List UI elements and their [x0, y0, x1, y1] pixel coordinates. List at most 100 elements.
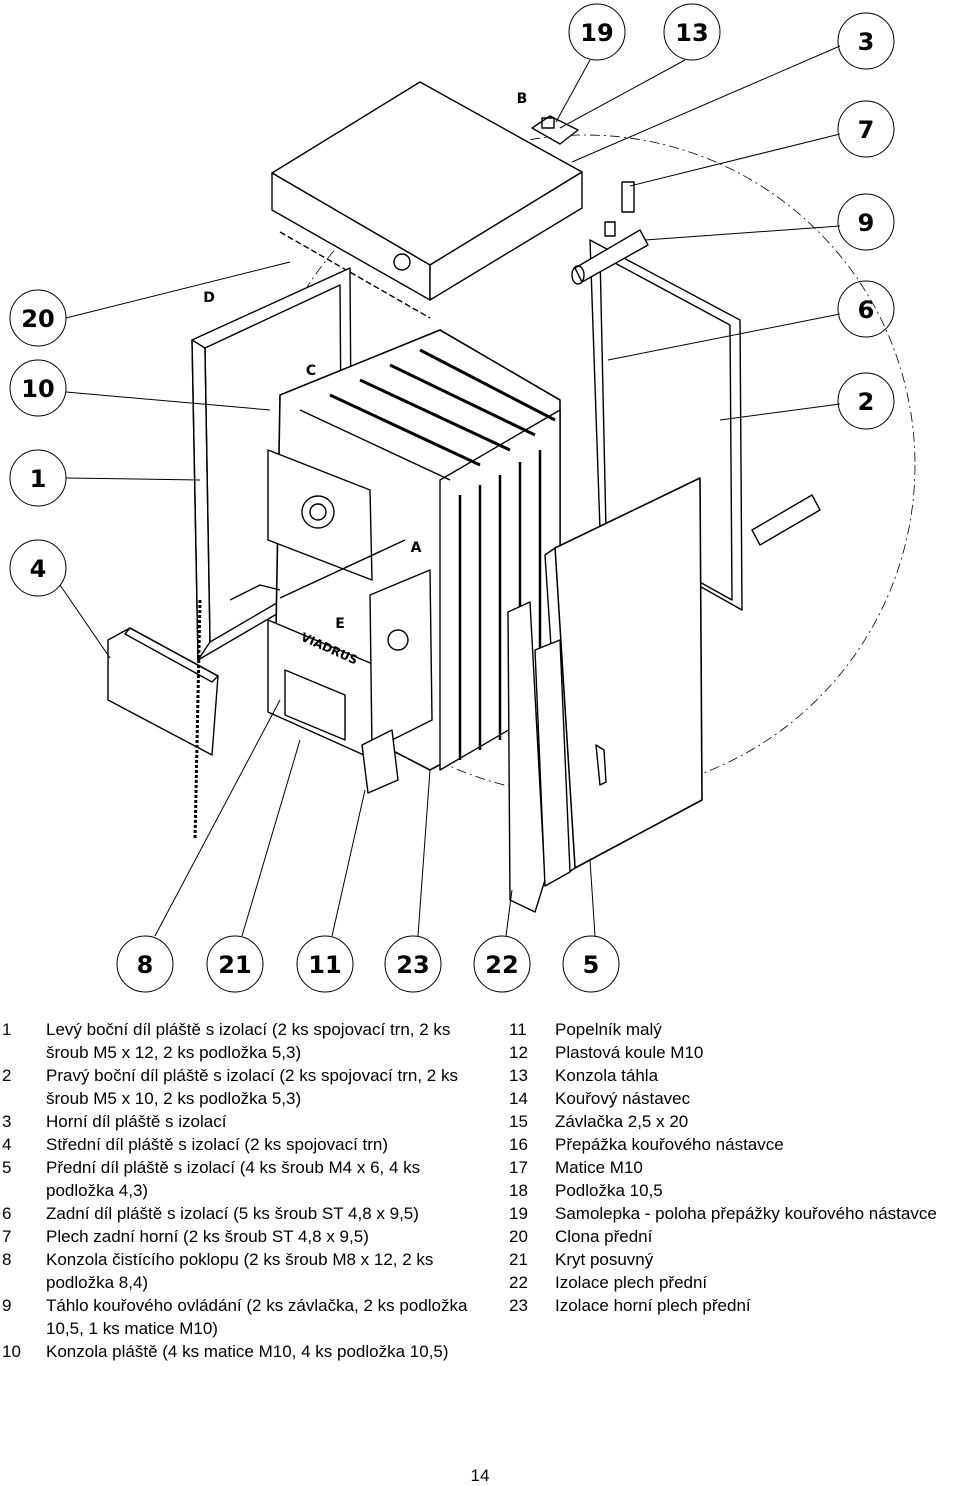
legend-item-number: 14	[509, 1089, 528, 1108]
legend-item-text: Izolace plech přední	[555, 1273, 708, 1292]
legend-item-number: 6	[2, 1204, 12, 1223]
legend-item-text: Zadní díl pláště s izolací (5 ks šroub S…	[46, 1204, 419, 1223]
callout-6: 6	[858, 296, 875, 324]
legend-item: 21 Kryt posuvný	[505, 1248, 960, 1271]
legend-item-text: Táhlo kouřového ovládání (2 ks závlačka,…	[46, 1296, 468, 1338]
legend-item-text: Konzola pláště (4 ks matice M10, 4 ks po…	[46, 1342, 449, 1361]
legend-item-number: 23	[509, 1296, 528, 1315]
legend-item-text: Plech zadní horní (2 ks šroub ST 4,8 x 9…	[46, 1227, 369, 1246]
legend-item-number: 15	[509, 1112, 528, 1131]
legend-item-text: Plastová koule M10	[555, 1043, 704, 1062]
callout-4: 4	[30, 555, 47, 583]
legend-item-text: Popelník malý	[555, 1020, 662, 1039]
legend-item: 8 Konzola čistícího poklopu (2 ks šroub M…	[0, 1248, 470, 1294]
callout-3: 3	[858, 28, 875, 56]
legend-item-number: 12	[509, 1043, 528, 1062]
legend-item-text: Samolepka - poloha přepážky kouřového ná…	[555, 1204, 937, 1223]
legend-item-number: 10	[2, 1342, 21, 1361]
legend-item-text: Levý boční díl pláště s izolací (2 ks sp…	[46, 1020, 451, 1062]
callout-circles	[9, 3, 895, 993]
callout-10: 10	[21, 375, 54, 403]
insulation-sheet	[507, 601, 571, 913]
legend-item: 5 Přední díl pláště s izolací (4 ks šroub…	[0, 1156, 470, 1202]
legend-item-number: 19	[509, 1204, 528, 1223]
exploded-assembly-drawing: 19 13 3 7 9 6 2 20 10 1 4 8 21 11 23 22 …	[9, 3, 916, 993]
legend-item: 15 Závlačka 2,5 x 20	[505, 1110, 960, 1133]
legend-left-column: 1 Levý boční díl pláště s izolací (2 ks s…	[0, 1018, 470, 1363]
legend-item-text: Matice M10	[555, 1158, 643, 1177]
flue-pipe	[571, 181, 649, 285]
legend-item-text: Konzola čistícího poklopu (2 ks šroub M8…	[46, 1250, 434, 1292]
legend-item: 19 Samolepka - poloha přepážky kouřového …	[505, 1202, 960, 1225]
legend-item-number: 8	[2, 1250, 12, 1269]
callout-7: 7	[858, 116, 875, 144]
page-number: 14	[470, 1466, 490, 1485]
top-panel	[271, 81, 583, 319]
legend-item: 20 Clona přední	[505, 1225, 960, 1248]
legend-item: 10 Konzola pláště (4 ks matice M10, 4 ks …	[0, 1340, 470, 1363]
legend-item-number: 11	[509, 1020, 527, 1039]
detail-circle	[254, 134, 916, 796]
legend-item-text: Clona přední	[555, 1227, 653, 1246]
chain	[193, 599, 202, 841]
callout-5: 5	[583, 951, 600, 979]
legend-item-number: 22	[509, 1273, 528, 1292]
ash-pan	[107, 627, 219, 756]
callout-8: 8	[137, 951, 154, 979]
legend-item-number: 2	[2, 1066, 12, 1085]
legend-item-number: 1	[2, 1020, 12, 1039]
legend-item: 12 Plastová koule M10	[505, 1041, 960, 1064]
legend-item-text: Konzola táhla	[555, 1066, 659, 1085]
legend-item: 1 Levý boční díl pláště s izolací (2 ks s…	[0, 1018, 470, 1064]
legend-item-text: Podložka 10,5	[555, 1181, 663, 1200]
callout-9: 9	[858, 209, 875, 237]
legend-item: 6 Zadní díl pláště s izolací (5 ks šroub …	[0, 1202, 470, 1225]
detail-letter-d: D	[203, 290, 215, 306]
legend-item-number: 4	[2, 1135, 12, 1154]
legend-item: 22 Izolace plech přední	[505, 1271, 960, 1294]
callout-23: 23	[396, 951, 429, 979]
legend-item-number: 9	[2, 1296, 12, 1315]
legend-item: 11 Popelník malý	[505, 1018, 960, 1041]
legend-item-text: Přední díl pláště s izolací (4 ks šroub …	[46, 1158, 421, 1200]
legend-item-number: 5	[2, 1158, 12, 1177]
legend-item-number: 7	[2, 1227, 12, 1246]
callout-21: 21	[218, 951, 251, 979]
legend-item-number: 13	[509, 1066, 528, 1085]
detail-letter-a: A	[411, 540, 422, 556]
detail-letter-e: E	[335, 616, 345, 632]
legend-item-text: Horní díl pláště s izolací	[46, 1112, 227, 1131]
front-panel	[544, 477, 703, 875]
legend-item-number: 18	[509, 1181, 528, 1200]
legend-item: 17 Matice M10	[505, 1156, 960, 1179]
legend-item-number: 20	[509, 1227, 528, 1246]
legend-item: 18 Podložka 10,5	[505, 1179, 960, 1202]
leader-lines	[59, 45, 841, 937]
detail-letter-c: C	[306, 363, 316, 379]
legend-item-text: Izolace horní plech přední	[555, 1296, 751, 1315]
legend-item: 23 Izolace horní plech přední	[505, 1294, 960, 1317]
callout-13: 13	[675, 19, 708, 47]
detail-letter-b: B	[517, 91, 528, 107]
callout-22: 22	[485, 951, 518, 979]
legend-item: 14 Kouřový nástavec	[505, 1087, 960, 1110]
callout-2: 2	[858, 388, 875, 416]
legend-item-text: Závlačka 2,5 x 20	[555, 1112, 689, 1131]
legend-item: 9 Táhlo kouřového ovládání (2 ks závlačka…	[0, 1294, 470, 1340]
legend-item: 16 Přepážka kouřového nástavce	[505, 1133, 960, 1156]
legend-item-text: Kryt posuvný	[555, 1250, 654, 1269]
legend-item-text: Přepážka kouřového nástavce	[555, 1135, 784, 1154]
connection-tube	[751, 494, 821, 546]
legend-item-number: 21	[509, 1250, 528, 1269]
legend-item-number: 17	[509, 1158, 528, 1177]
legend-item-number: 16	[509, 1135, 528, 1154]
callout-11: 11	[308, 951, 341, 979]
legend-item-text: Kouřový nástavec	[555, 1089, 691, 1108]
label-sticker-part	[531, 115, 579, 145]
callout-19: 19	[580, 19, 613, 47]
legend-item: 7 Plech zadní horní (2 ks šroub ST 4,8 x …	[0, 1225, 470, 1248]
